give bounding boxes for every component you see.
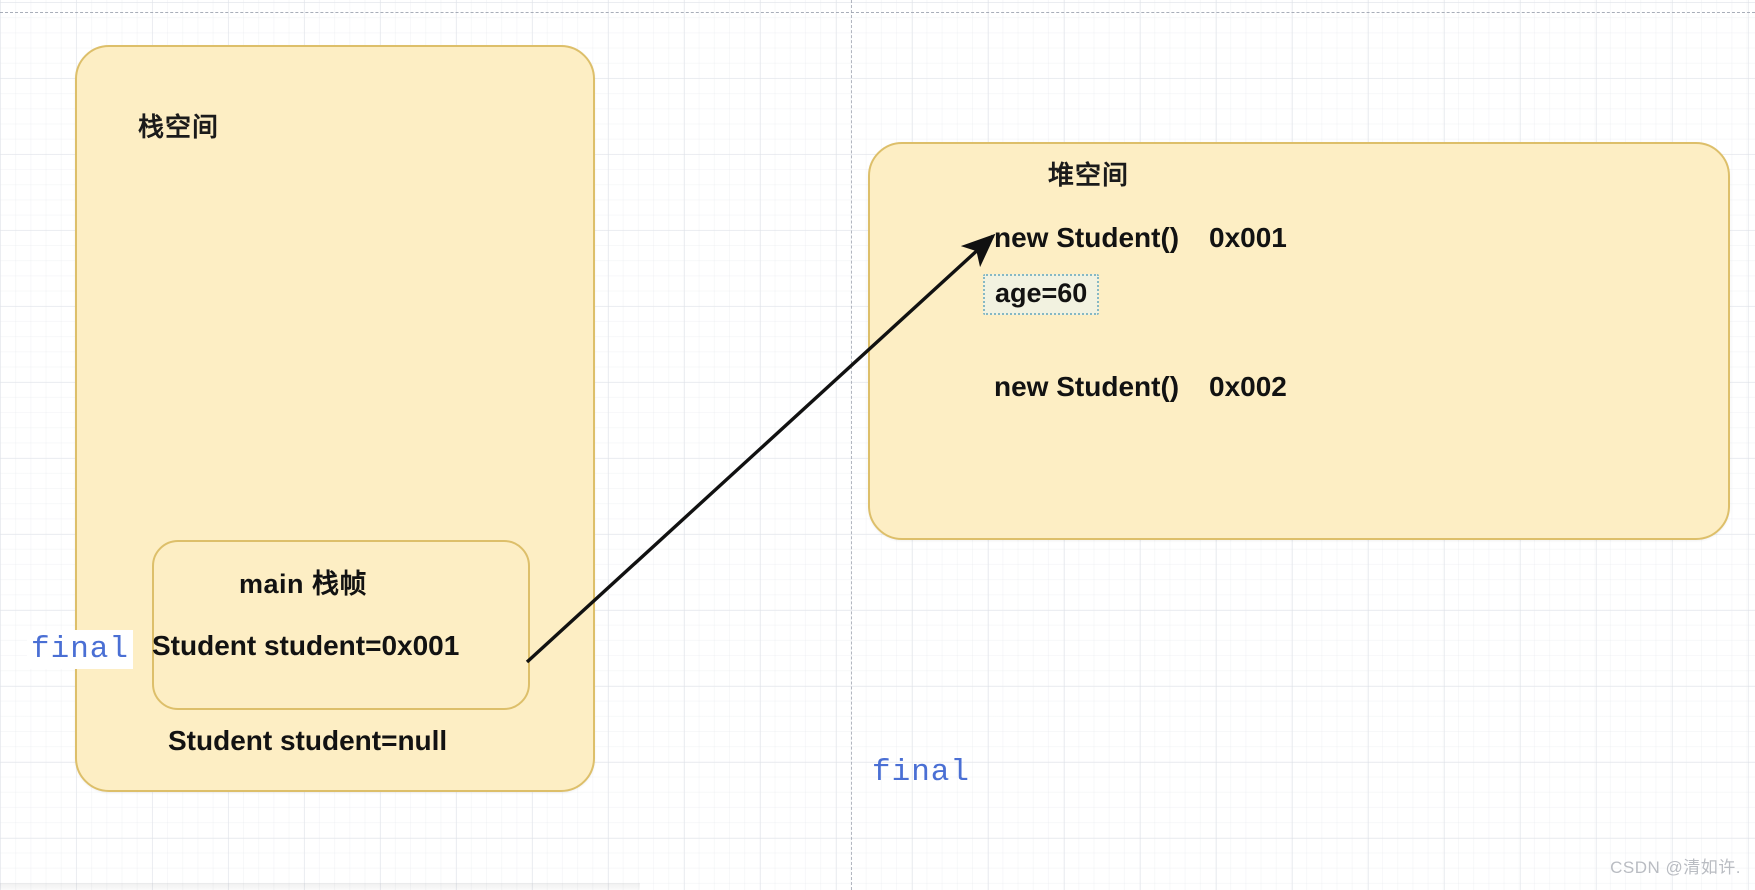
main-stack-frame-box[interactable] xyxy=(152,540,530,710)
heap-object-address: 0x001 xyxy=(1209,222,1287,253)
heap-object-label: new Student() xyxy=(994,222,1180,253)
dashed-guide-vertical xyxy=(851,0,852,890)
csdn-watermark: CSDN @清如许. xyxy=(1610,858,1741,877)
heap-object-field-age[interactable]: age=60 xyxy=(983,274,1100,315)
final-keyword-left: final xyxy=(27,630,134,669)
heap-object-address: 0x002 xyxy=(1209,371,1287,402)
main-stack-frame-title: main 栈帧 xyxy=(239,569,368,599)
heap-space-title: 堆空间 xyxy=(1048,160,1130,190)
heap-space-box[interactable] xyxy=(868,142,1730,540)
final-keyword-right: final xyxy=(872,755,971,790)
heap-object-row: new Student() 0x001 xyxy=(994,222,1287,254)
dashed-guide-horizontal xyxy=(0,12,1755,13)
stack-space-title: 栈空间 xyxy=(138,112,220,142)
heap-object-label: new Student() xyxy=(994,371,1180,402)
heap-object-row: new Student() 0x002 xyxy=(994,371,1287,403)
stack-frame-variable: Student student=0x001 xyxy=(152,630,460,661)
stack-outer-variable: Student student=null xyxy=(168,725,448,756)
window-bottom-edge xyxy=(0,883,640,890)
